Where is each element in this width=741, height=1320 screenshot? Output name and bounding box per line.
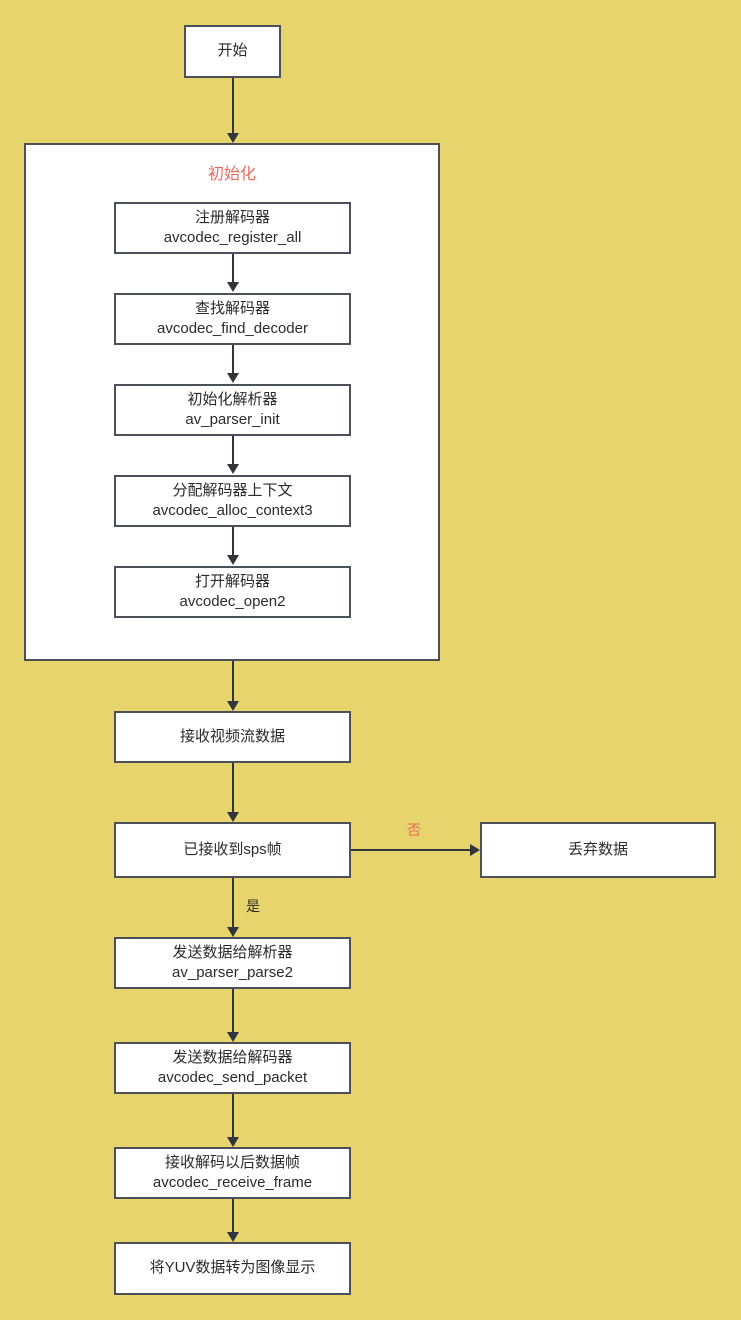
node-register-codec-title: 注册解码器 <box>194 208 270 226</box>
arrow-parser-to-alloc <box>226 464 239 474</box>
edge-parser-to-alloc <box>231 436 234 464</box>
edge-receive-frame-to-yuv <box>231 1199 234 1232</box>
node-send-to-parser-api: av_parser_parse2 <box>172 964 293 981</box>
node-parser-init[interactable]: 初始化解析器 av_parser_init <box>114 384 351 436</box>
arrow-alloc-to-open <box>226 555 239 565</box>
node-parser-init-api: av_parser_init <box>185 411 280 428</box>
group-initialization-title: 初始化 <box>207 166 256 183</box>
node-send-packet-api: avcodec_send_packet <box>157 1069 308 1086</box>
node-receive-stream[interactable]: 接收视频流数据 <box>114 711 351 763</box>
node-discard-data-label: 丢弃数据 <box>567 840 628 858</box>
arrow-start-to-init <box>226 133 239 143</box>
arrow-receive-stream-to-check-sps <box>226 812 239 822</box>
node-find-decoder-api: avcodec_find_decoder <box>157 320 308 337</box>
node-send-to-parser[interactable]: 发送数据给解析器 av_parser_parse2 <box>114 937 351 989</box>
edge-start-to-init <box>231 78 234 133</box>
node-receive-stream-label: 接收视频流数据 <box>179 727 285 745</box>
node-alloc-context-title: 分配解码器上下文 <box>172 481 293 499</box>
edge-receive-stream-to-check-sps <box>231 763 234 812</box>
node-receive-frame-api: avcodec_receive_frame <box>152 1174 313 1191</box>
node-yuv-display-label: 将YUV数据转为图像显示 <box>149 1259 316 1277</box>
edge-check-sps-to-discard <box>351 849 470 851</box>
edge-alloc-to-open <box>231 527 234 555</box>
node-parser-init-title: 初始化解析器 <box>187 390 278 408</box>
node-send-packet[interactable]: 发送数据给解码器 avcodec_send_packet <box>114 1042 351 1094</box>
arrow-find-to-parser <box>226 373 239 383</box>
node-alloc-context[interactable]: 分配解码器上下文 avcodec_alloc_context3 <box>114 475 351 527</box>
edge-send-parser-to-send-packet <box>231 989 234 1032</box>
node-check-sps[interactable]: 已接收到sps帧 <box>114 822 351 878</box>
arrow-send-packet-to-receive-frame <box>226 1137 239 1147</box>
node-send-packet-title: 发送数据给解码器 <box>172 1048 293 1066</box>
node-yuv-display[interactable]: 将YUV数据转为图像显示 <box>114 1242 351 1295</box>
edge-find-to-parser <box>231 345 234 373</box>
edge-label-yes: 是 <box>246 898 260 914</box>
node-find-decoder-title: 查找解码器 <box>194 299 270 317</box>
edge-init-to-receive-stream <box>231 661 234 701</box>
node-open-codec[interactable]: 打开解码器 avcodec_open2 <box>114 566 351 618</box>
arrow-check-sps-to-send-parser <box>226 927 239 937</box>
node-start-label: 开始 <box>217 42 248 60</box>
arrow-register-to-find <box>226 282 239 292</box>
node-check-sps-label: 已接收到sps帧 <box>183 840 282 858</box>
node-open-codec-api: avcodec_open2 <box>179 593 286 610</box>
arrow-init-to-receive-stream <box>226 701 239 711</box>
edge-label-no: 否 <box>407 822 421 838</box>
node-send-to-parser-title: 发送数据给解析器 <box>172 943 293 961</box>
node-alloc-context-api: avcodec_alloc_context3 <box>152 502 313 519</box>
node-register-codec-api: avcodec_register_all <box>163 229 302 246</box>
edge-check-sps-to-send-parser <box>231 878 234 927</box>
node-receive-frame-title: 接收解码以后数据帧 <box>164 1153 300 1171</box>
arrow-check-sps-to-discard <box>470 844 480 856</box>
arrow-receive-frame-to-yuv <box>226 1232 239 1242</box>
arrow-send-parser-to-send-packet <box>226 1032 239 1042</box>
node-discard-data[interactable]: 丢弃数据 <box>480 822 716 878</box>
edge-register-to-find <box>231 254 234 282</box>
node-open-codec-title: 打开解码器 <box>194 572 270 590</box>
edge-send-packet-to-receive-frame <box>231 1094 234 1137</box>
node-start[interactable]: 开始 <box>184 25 281 78</box>
node-register-codec[interactable]: 注册解码器 avcodec_register_all <box>114 202 351 254</box>
node-receive-frame[interactable]: 接收解码以后数据帧 avcodec_receive_frame <box>114 1147 351 1199</box>
node-find-decoder[interactable]: 查找解码器 avcodec_find_decoder <box>114 293 351 345</box>
